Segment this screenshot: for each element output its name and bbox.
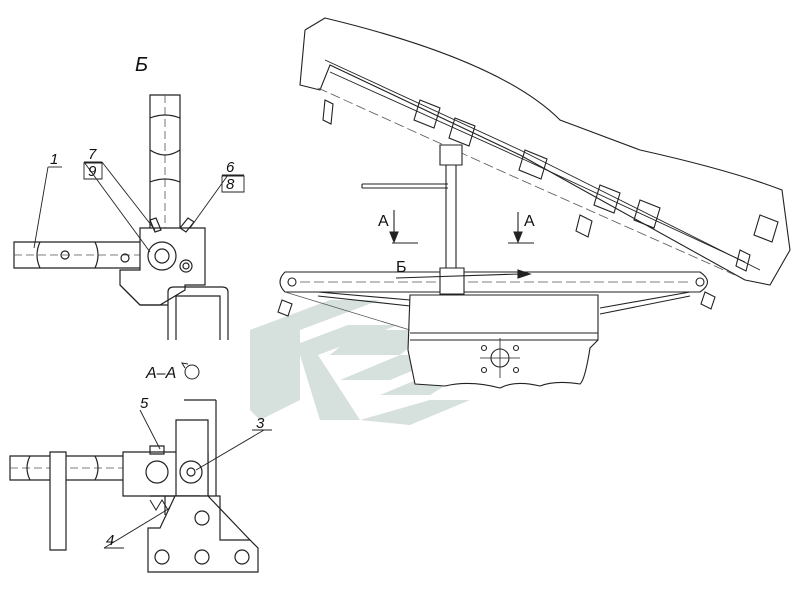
section-aa-title: А–А <box>145 365 176 382</box>
pivot-hub <box>148 242 176 270</box>
mount-plate <box>148 496 258 572</box>
view-b-drawing <box>14 95 244 340</box>
callout-8: 8 <box>226 176 235 193</box>
section-post <box>50 452 66 550</box>
watermark-logo <box>250 300 470 425</box>
callout-5: 5 <box>140 395 149 412</box>
callout-7: 7 <box>88 146 97 163</box>
callout-9: 9 <box>88 163 97 180</box>
view-arrow-b-label: Б <box>396 259 407 276</box>
panel-stiffeners <box>414 100 778 242</box>
callout-6: 6 <box>226 159 235 176</box>
callout-3: 3 <box>256 415 265 432</box>
main-horizontal-arm <box>280 272 708 292</box>
view-b-title: Б <box>135 54 148 76</box>
callout-4: 4 <box>106 532 114 549</box>
section-arrow-a-right-label: А <box>524 213 535 230</box>
section-arrow-a-left-label: А <box>378 213 389 230</box>
callout-1: 1 <box>50 151 58 168</box>
horizontal-tube-part-1 <box>14 242 154 268</box>
body-panel-outline <box>305 18 790 285</box>
main-assembly-drawing <box>278 18 790 388</box>
channel-profile <box>168 287 228 340</box>
frame-member <box>408 295 598 388</box>
section-aa-drawing <box>10 363 272 572</box>
